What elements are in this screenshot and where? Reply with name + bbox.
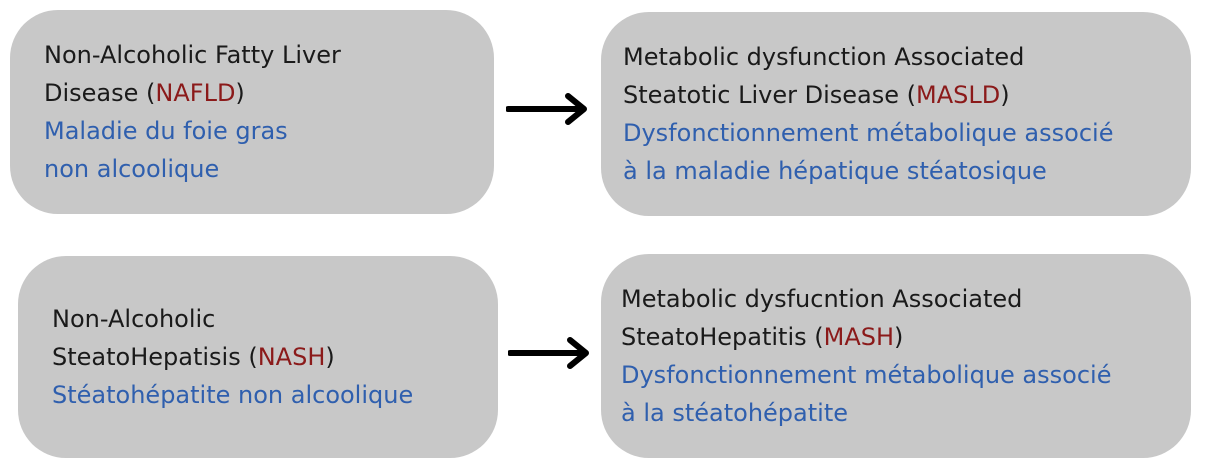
nash-line2-prefix: SteatoHepatisis ( [52,343,258,371]
nash-line2-suffix: ) [325,343,335,371]
mash-line2-prefix: SteatoHepatitis ( [621,323,824,351]
nafld-english-line1: Non-Alcoholic Fatty Liver [44,41,341,69]
nash-english-line2: SteatoHepatisis (NASH) [52,338,498,376]
right-arrow-icon [506,93,587,125]
mash-box: Metabolic dysfucntion Associated SteatoH… [601,254,1191,458]
nash-box: Non-Alcoholic SteatoHepatisis (NASH) Sté… [18,256,498,458]
nafld-english-line2: Disease (NAFLD) [44,74,494,112]
nafld-abbreviation: NAFLD [155,79,236,107]
nafld-line2-suffix: ) [235,79,245,107]
right-arrow-icon [508,337,589,369]
mash-abbreviation: MASH [823,323,895,351]
mash-line2-suffix: ) [894,323,904,351]
nash-english-line1: Non-Alcoholic [52,305,216,333]
nash-abbreviation: NASH [257,343,326,371]
masld-english-line2: Steatotic Liver Disease (MASLD) [623,76,1191,114]
mash-english-line2: SteatoHepatitis (MASH) [621,318,1191,356]
nafld-french-line1: Maladie du foie gras [44,117,288,145]
mash-french-line2: à la stéatohépatite [621,399,848,427]
masld-line2-prefix: Steatotic Liver Disease ( [623,81,917,109]
masld-line2-suffix: ) [1000,81,1010,109]
masld-box: Metabolic dysfunction Associated Steatot… [601,12,1191,216]
nafld-line2-prefix: Disease ( [44,79,156,107]
nafld-french-line2: non alcoolique [44,155,220,183]
mash-english-line1: Metabolic dysfucntion Associated [621,285,1023,313]
masld-english-line1: Metabolic dysfunction Associated [623,43,1025,71]
mash-french-line1: Dysfonctionnement métabolique associé [621,361,1112,389]
masld-abbreviation: MASLD [916,81,1001,109]
masld-french-line1: Dysfonctionnement métabolique associé [623,119,1114,147]
nash-french-line1: Stéatohépatite non alcoolique [52,381,414,409]
masld-french-line2: à la maladie hépatique stéatosique [623,157,1047,185]
nafld-box: Non-Alcoholic Fatty Liver Disease (NAFLD… [10,10,494,214]
